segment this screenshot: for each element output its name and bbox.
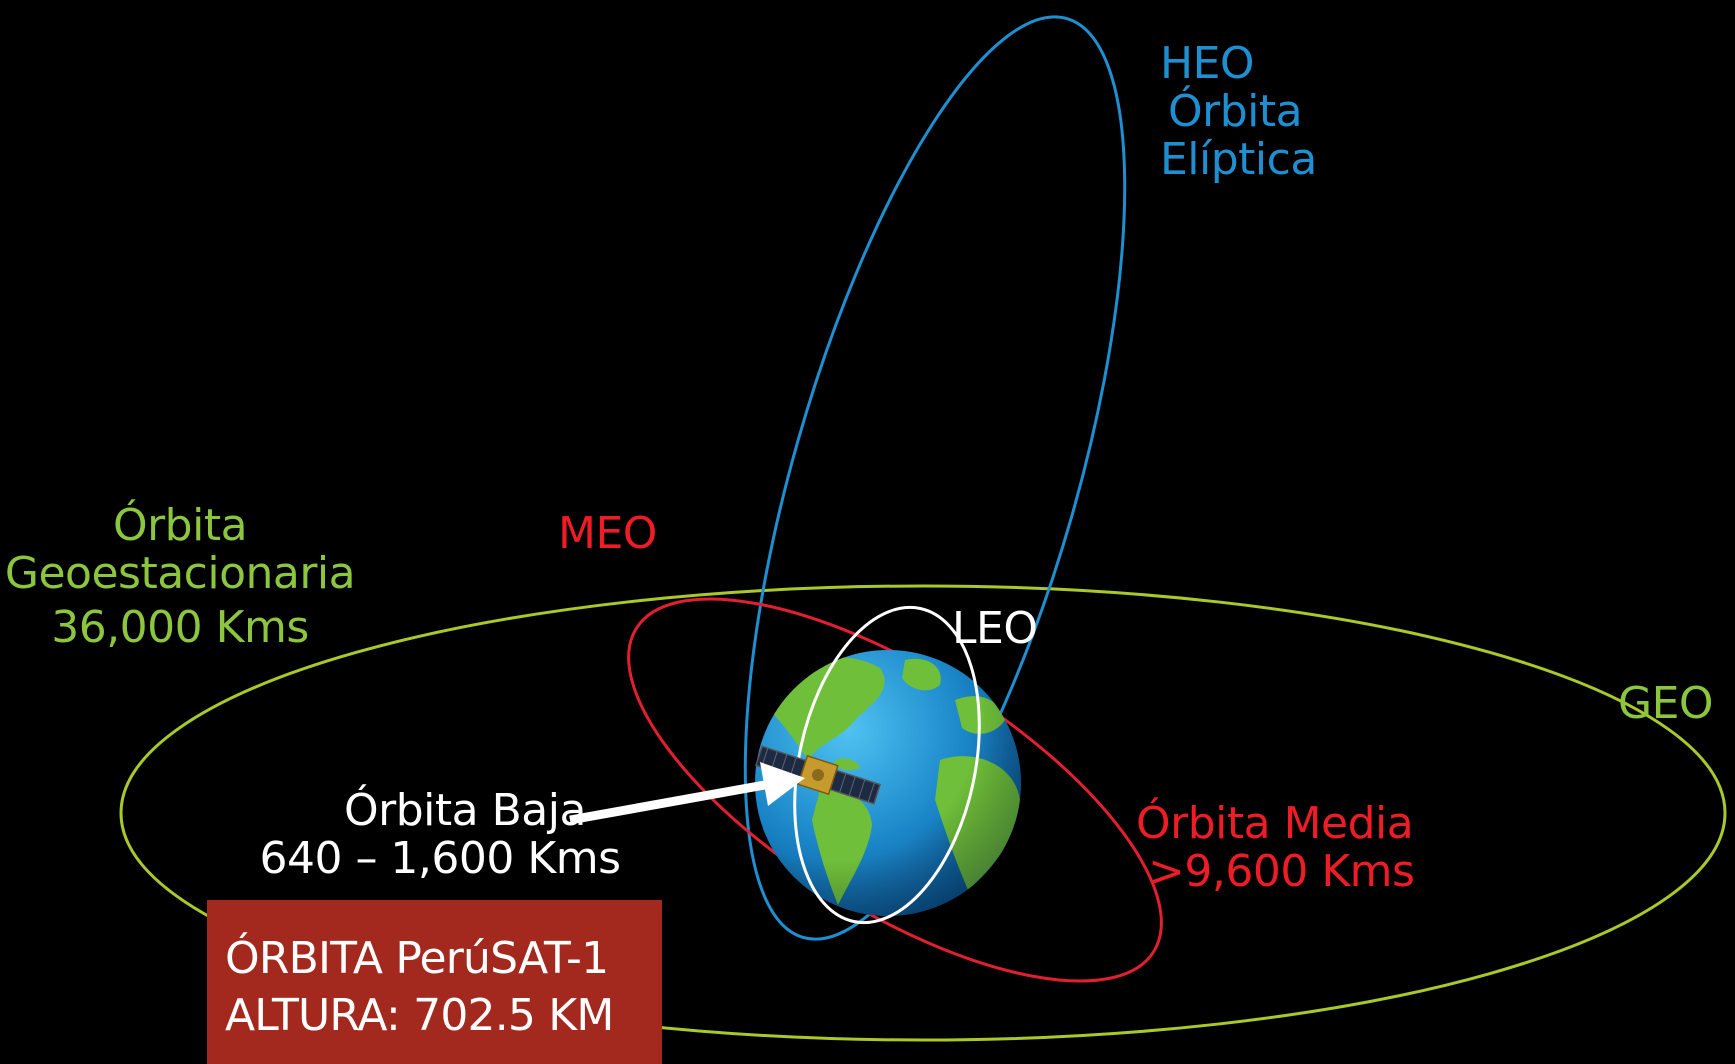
geo-desc-line2: Geoestacionaria bbox=[4, 548, 356, 599]
heo-orbit bbox=[743, 15, 1127, 941]
heo-label-line3: Elíptica bbox=[1160, 134, 1317, 185]
meo-short-label: MEO bbox=[558, 508, 657, 559]
heo-label-line1: HEO bbox=[1160, 38, 1255, 89]
leo-orbit bbox=[793, 605, 981, 925]
satellite-icon bbox=[754, 745, 882, 805]
leo-description-label: Órbita Baja 640 – 1,600 Kms bbox=[240, 787, 640, 883]
earth-globe-icon bbox=[755, 650, 1021, 916]
perusat-info-box: ÓRBITA PerúSAT-1 ALTURA: 702.5 KM bbox=[207, 900, 662, 1064]
geo-desc-line1: Órbita bbox=[112, 500, 248, 551]
arrow-right-icon bbox=[569, 762, 805, 825]
leo-short-label: LEO bbox=[952, 603, 1038, 654]
meo-desc-line2: >9,600 Kms bbox=[1148, 846, 1415, 897]
geo-short-label: GEO bbox=[1618, 678, 1714, 729]
geo-description-label: Órbita Geoestacionaria 36,000 Kms bbox=[0, 502, 360, 652]
info-box-line1: ÓRBITA PerúSAT-1 bbox=[225, 933, 609, 984]
heo-label: HEO Órbita Elíptica bbox=[1160, 40, 1317, 184]
leo-desc-line1: Órbita Baja bbox=[344, 785, 586, 836]
heo-label-line2: Órbita bbox=[1168, 86, 1303, 137]
info-box-line2: ALTURA: 702.5 KM bbox=[225, 990, 614, 1041]
geo-orbit bbox=[119, 584, 1727, 1042]
meo-description-label: Órbita Media >9,600 Kms bbox=[1136, 798, 1415, 897]
leo-desc-line2: 640 – 1,600 Kms bbox=[259, 833, 621, 884]
meo-desc-line1: Órbita Media bbox=[1136, 798, 1414, 849]
geo-desc-line3: 36,000 Kms bbox=[51, 602, 309, 653]
